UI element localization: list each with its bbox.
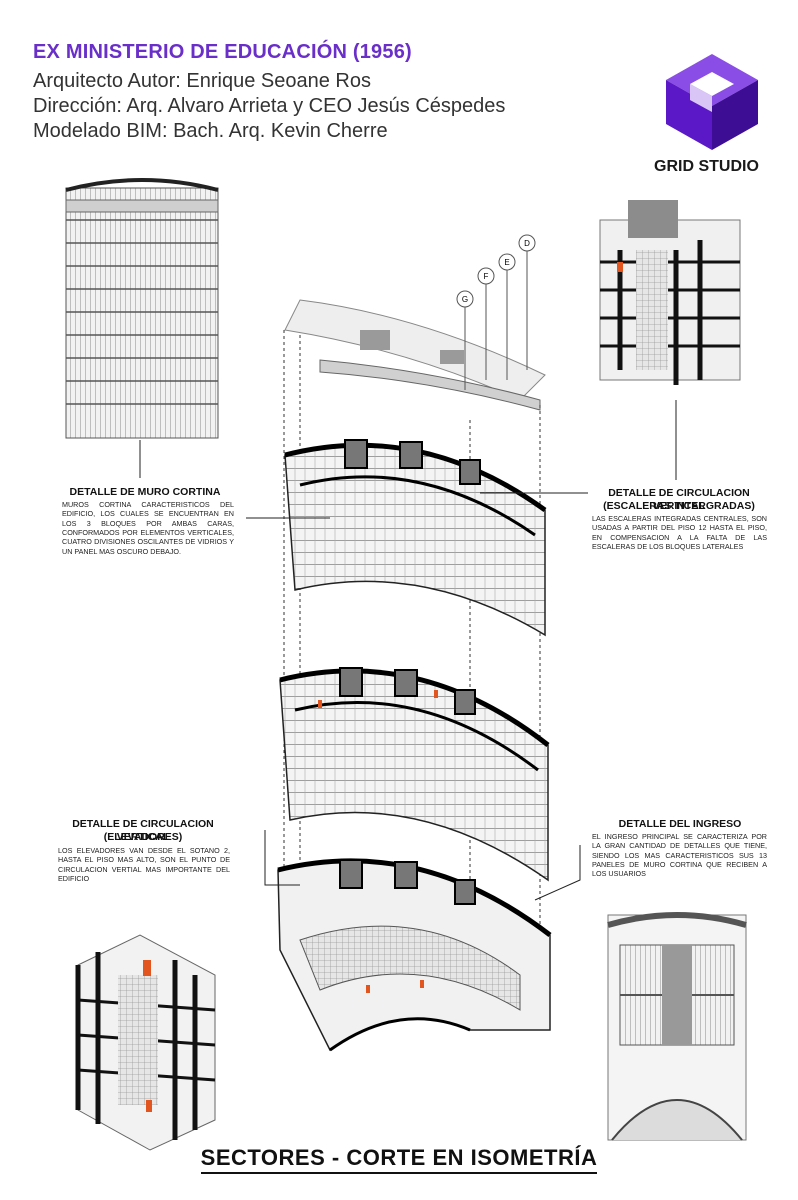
stairs-section-view xyxy=(599,200,741,385)
ground-floor-entrance-block xyxy=(277,858,552,1052)
note-muro-cortina-body: MUROS CORTINA CARACTERISTICOS DEL EDIFIC… xyxy=(62,500,234,556)
page-title: EX MINISTERIO DE EDUCACIÓN (1956) xyxy=(33,41,412,63)
note-elevadores-heading: DETALLE DE CIRCULACION VERTICAL xyxy=(72,818,214,843)
elevators-section-view xyxy=(75,934,216,1151)
note-escaleras-heading: DETALLE DE CIRCULACION VERTICAL xyxy=(608,487,750,512)
note-muro-cortina-heading: DETALLE DE MURO CORTINA xyxy=(69,486,221,498)
note-elevadores-body: LOS ELEVADORES VAN DESDE EL SOTANO 2, HA… xyxy=(58,846,230,884)
note-escaleras-heading-2: (ESCALERAS INTERGRADAS) xyxy=(603,500,755,512)
note-ingreso-body: EL INGRESO PRINCIPAL SE CARACTERIZA POR … xyxy=(592,832,767,879)
axis-label-g: G xyxy=(462,295,468,304)
axis-label-f: F xyxy=(484,272,489,281)
footer-caption-wrap: SECTORES - CORTE EN ISOMETRÍA xyxy=(0,1145,798,1174)
direction-line: Dirección: Arq. Alvaro Arrieta y CEO Jes… xyxy=(33,95,506,117)
brand-name: GRID STUDIO xyxy=(654,158,759,175)
middle-floor-block xyxy=(279,667,550,882)
entrance-elevation-view xyxy=(607,912,747,1141)
note-ingreso-heading: DETALLE DEL INGRESO xyxy=(618,818,742,830)
leader-lines xyxy=(139,400,677,901)
grid-studio-logo xyxy=(666,54,758,150)
author-line: Arquitecto Autor: Enrique Seoane Ros xyxy=(33,70,371,92)
note-elevadores-heading-2: (ELEVADORES) xyxy=(103,831,183,843)
footer-caption: SECTORES - CORTE EN ISOMETRÍA xyxy=(200,1145,598,1174)
grid-axis-markers xyxy=(456,234,536,390)
axis-label-d: D xyxy=(524,239,530,248)
axis-label-e: E xyxy=(504,258,509,267)
roof-layer xyxy=(284,299,546,411)
note-escaleras-body: LAS ESCALERAS INTEGRADAS CENTRALES, SON … xyxy=(592,514,767,552)
bim-line: Modelado BIM: Bach. Arq. Kevin Cherre xyxy=(33,120,388,142)
upper-floor-block xyxy=(284,439,547,637)
curtain-wall-elevation xyxy=(65,178,219,439)
